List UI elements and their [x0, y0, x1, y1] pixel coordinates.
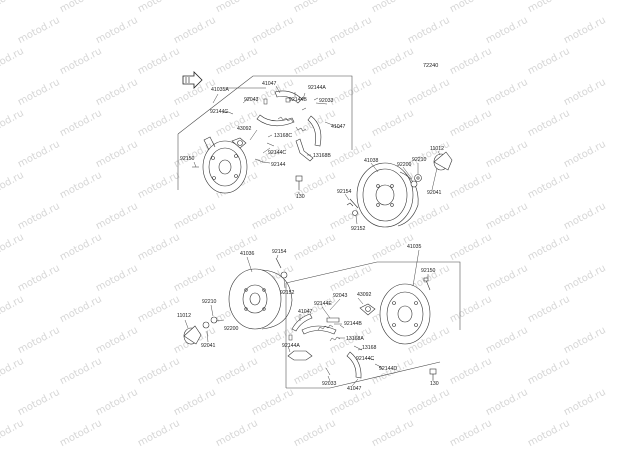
drum-41038 [356, 162, 419, 228]
hub-parts-lower-left [183, 316, 218, 345]
label-130: 130 [430, 381, 439, 387]
label-43092: 43092 [237, 126, 252, 132]
label-92144b: 92144B [344, 321, 362, 327]
label-92043: 92043 [333, 293, 348, 299]
brake-panel-upper [202, 136, 248, 194]
bolt-130-lower [429, 368, 437, 380]
brake-shoes-upper [256, 90, 322, 162]
label-92210: 92210 [202, 299, 217, 305]
front-arrow-icon [182, 71, 203, 89]
label-92152: 92152 [280, 290, 295, 296]
label-41047: 41047 [347, 386, 362, 392]
label-92152: 92152 [351, 226, 366, 232]
cam-lever-upper [231, 137, 247, 149]
springs-pins-upper [192, 97, 319, 168]
label-92200: 92200 [397, 162, 412, 168]
label-92150: 92150 [421, 268, 436, 274]
label-41047: 41047 [331, 124, 346, 130]
label-41038: 41038 [364, 158, 379, 164]
label-92041: 92041 [201, 343, 216, 349]
brake-shoes-lower [287, 313, 362, 379]
label-92144c: 92144C [210, 109, 229, 115]
label-92033: 92033 [319, 98, 334, 104]
label-13168c: 13168C [274, 133, 293, 139]
label-13168a: 13168A [346, 336, 364, 342]
label-92043: 92043 [244, 97, 259, 103]
label-92144a: 92144A [282, 343, 300, 349]
label-41047: 41047 [262, 81, 277, 87]
label-13168: 13168 [362, 345, 377, 351]
diagram-code: 72240 [423, 63, 439, 69]
label-92154: 92154 [272, 249, 287, 255]
leader-lines-upper [193, 85, 341, 194]
label-11012: 11012 [177, 313, 192, 319]
label-130: 130 [296, 194, 305, 200]
upper-assembly-frame [177, 75, 353, 190]
label-92200: 92200 [224, 326, 239, 332]
label-11012: 11012 [430, 146, 445, 152]
label-92041: 92041 [427, 190, 442, 196]
label-92144a: 92144A [308, 85, 326, 91]
label-92144b: 92144B [289, 97, 307, 103]
label-41035a: 41035A [211, 87, 229, 93]
label-92144c: 92144C [268, 150, 287, 156]
cam-lever-lower [359, 303, 376, 316]
label-92144e: 92144E [314, 301, 332, 307]
label-92144d: 92144D [379, 366, 398, 372]
label-41047: 41047 [298, 309, 313, 315]
label-92150: 92150 [180, 156, 195, 162]
label-92033: 92033 [322, 381, 337, 387]
label-13168b: 13168B [313, 153, 331, 159]
label-41035: 41035 [407, 244, 422, 250]
bolt-130-upper [295, 175, 303, 190]
hub-parts-right [346, 151, 453, 216]
label-43092: 43092 [357, 292, 372, 298]
label-92144: 92144 [271, 162, 286, 168]
leader-lines-lower [184, 249, 434, 387]
lower-assembly-frame [285, 261, 461, 389]
label-92154: 92154 [337, 189, 352, 195]
drum-41036 [228, 257, 293, 330]
label-92210: 92210 [412, 157, 427, 163]
label-92144c: 92144C [356, 356, 375, 362]
leader-lines-right [344, 150, 441, 225]
label-41036: 41036 [240, 251, 255, 257]
brake-panel-lower [379, 277, 431, 345]
